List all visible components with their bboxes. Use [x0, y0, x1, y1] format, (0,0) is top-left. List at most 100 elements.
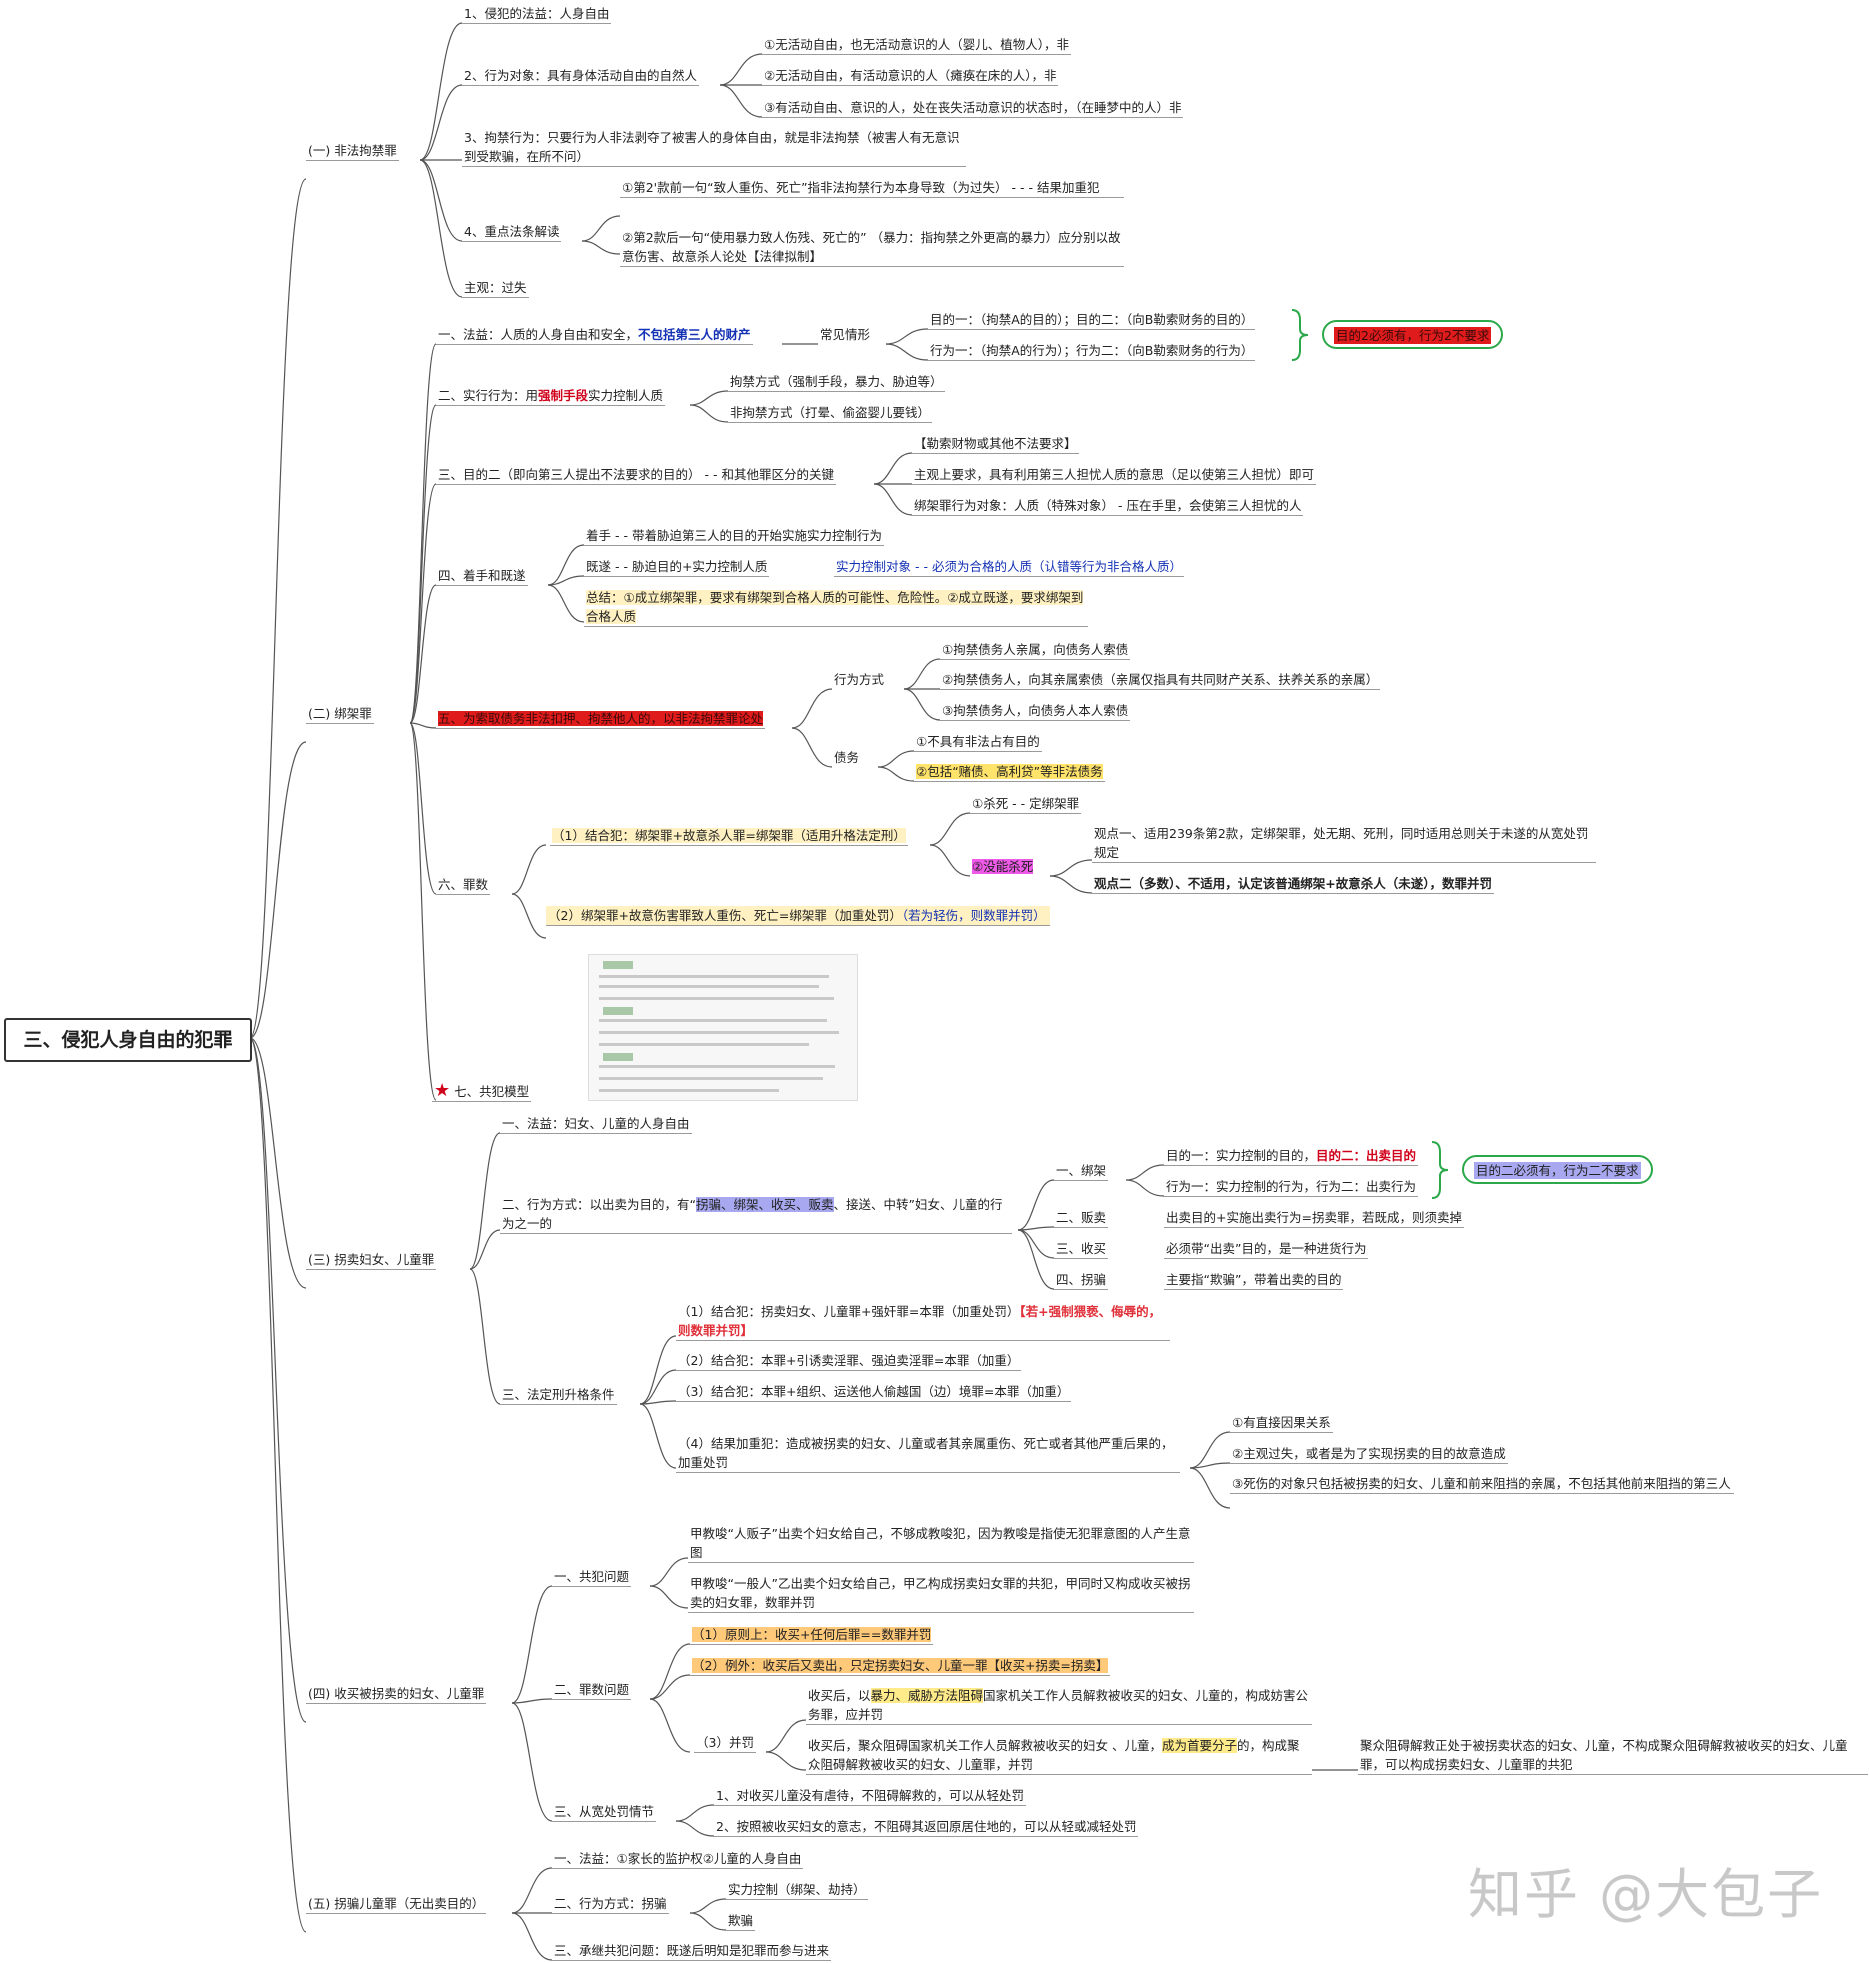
connector [639, 1403, 677, 1469]
node: 四、拐骗 [1054, 1270, 1109, 1290]
node: 观点一、适用239条第2款，定绑架罪，处无期、死刑，同时适用总则关于未遂的从宽处… [1092, 824, 1596, 863]
connector [791, 688, 833, 729]
node: 三、法定刑升格条件 [500, 1385, 617, 1405]
connector [873, 452, 913, 485]
node: ①杀死 - - 定绑架罪 [970, 794, 1082, 814]
node: 债务 [834, 750, 860, 765]
node: 一、法益：妇女、儿童的人身自由 [500, 1114, 692, 1134]
node: 总结：①成立绑架罪，要求有绑架到合格人质的可能性、危险性。②成立既遂，要求绑架到… [584, 588, 1088, 627]
node: 2、行为对象：具有身体活动自由的自然人 [462, 66, 699, 86]
node: 拘禁方式（强制手段，暴力、胁迫等） [728, 372, 945, 392]
node: ②第2款后一句“使用暴力致人伤残、死亡的” （暴力：指拘禁之外更高的暴力）应分别… [620, 228, 1124, 267]
connector [639, 1335, 677, 1405]
node: （1）原则上：收买+任何后罪==数罪并罚 [690, 1625, 934, 1645]
connector [719, 53, 763, 86]
watermark: 知乎 @大包子 [1468, 1863, 1824, 1926]
node: 非拘禁方式（打晕、偷盗婴儿要钱） [728, 403, 933, 423]
node: 目的一：实力控制的目的，目的二：出卖目的 [1164, 1146, 1419, 1166]
node: （2）例外：收买后又卖出，只定拐卖妇女、儿童一罪【收买+拐卖=拐卖】 [690, 1656, 1111, 1676]
connector [903, 688, 941, 721]
node: 二、实行行为：用强制手段实力控制人质 [436, 386, 666, 406]
connector [929, 844, 971, 877]
node: 主要指“欺骗”，带着出卖的目的 [1164, 1270, 1344, 1290]
node: 着手 - - 带着胁迫第三人的目的开始实施实力控制行为 [584, 526, 884, 546]
connector [649, 1585, 689, 1609]
node: ②没能杀死 [972, 859, 1034, 874]
node: 1、对收买儿童没有虐待，不阻碍解救的，可以从轻处罚 [714, 1786, 1026, 1806]
node: 实力控制（绑架、劫持） [726, 1880, 868, 1900]
node: （3）结合犯：本罪+组织、运送他人偷越国（边）境罪=本罪（加重） [676, 1382, 1072, 1402]
connector [249, 741, 307, 1039]
connector [511, 893, 547, 939]
connector [885, 328, 929, 345]
connector [547, 584, 585, 623]
node: 观点二（多数）、不适用，认定该普通绑架+故意杀人（未遂），数罪并罚 [1092, 874, 1494, 894]
connector [1049, 875, 1093, 894]
connector [1125, 1164, 1165, 1181]
node: ③拘禁债务人，向债务人本人索债 [940, 701, 1131, 721]
connector [469, 1268, 501, 1405]
connector [1017, 1229, 1055, 1259]
connector [689, 404, 729, 423]
connector [511, 844, 547, 895]
connector [409, 584, 437, 724]
node: 主观上要求，具有利用第三人担忧人质的意思（足以使第三人担忧）即可 [912, 465, 1317, 485]
branch-buying-trafficked: (四) 收买被拐卖的妇女、儿童罪 [306, 1684, 487, 1704]
node: （1）结合犯：拐卖妇女、儿童罪+强奸罪=本罪（加重处罚）【若+强制猥亵、侮辱的，… [676, 1302, 1170, 1341]
branch-abducting-children: (五) 拐骗儿童罪（无出卖目的） [306, 1894, 487, 1914]
node: 六、罪数 [436, 875, 491, 895]
node: 常见情形 [820, 327, 871, 342]
connector [511, 1867, 553, 1914]
connector [903, 658, 941, 690]
connector [419, 84, 463, 161]
node: 甲教唆“一般人”乙出卖个妇女给自己，甲乙构成拐卖妇女罪的共犯，甲同时又构成收买被… [688, 1574, 1194, 1613]
connector [885, 343, 929, 361]
node: 目的一：（拘禁A的目的）；目的二：（向B勒索财务的目的） [928, 310, 1256, 330]
connector [581, 215, 621, 242]
node: 聚众阻碍解救正处于被拐卖状态的妇女、儿童，不构成聚众阻碍解救被收买的妇女、儿童罪… [1358, 1736, 1868, 1775]
connector [409, 483, 437, 724]
callout-note: 目的二必须有，行为二不要求 [1462, 1155, 1653, 1184]
node: 行为一：（拘禁A的行为）；行为二：（向B勒索财务的行为） [928, 341, 1256, 361]
root-topic: 三、侵犯人身自由的犯罪 [4, 1018, 252, 1062]
node: ②包括“赌债、高利贷”等非法债务 [914, 762, 1105, 782]
node: 【勒索财物或其他不法要求】 [912, 434, 1079, 454]
connector [419, 22, 463, 161]
node: 主观：过失 [462, 278, 529, 298]
connector [581, 240, 621, 255]
node: 实力控制对象 - - 必须为合格的人质（认错等行为非合格人质） [834, 557, 1184, 577]
node: （1）结合犯：绑架罪+故意杀人罪=绑架罪（适用升格法定刑） [550, 826, 908, 846]
connector [765, 1751, 807, 1771]
node: 2、按照被收买妇女的意志，不阻碍其返回原居住地的，可以从轻或减轻处罚 [714, 1817, 1139, 1837]
connector [791, 727, 833, 768]
connector [877, 766, 915, 782]
connector [511, 1912, 553, 1961]
node: 二、行为方式：以出卖为目的，有“拐骗、绑架、收买、贩卖、接送、中转”妇女、儿童的… [500, 1195, 1012, 1234]
connector [511, 1585, 553, 1704]
connector [1049, 859, 1093, 877]
connector [469, 1132, 501, 1270]
node: 二、罪数问题 [552, 1680, 632, 1700]
connector [675, 1804, 715, 1822]
node: ①有直接因果关系 [1230, 1413, 1333, 1433]
node: 4、重点法条解读 [462, 222, 562, 242]
connector [649, 1557, 689, 1587]
connector [409, 404, 437, 724]
connector [547, 544, 585, 586]
node: 行为一：实力控制的行为，行为二：出卖行为 [1164, 1177, 1419, 1197]
connector [1017, 1229, 1055, 1290]
node: 三、承继共犯问题：既遂后明知是犯罪而参与进来 [552, 1941, 832, 1961]
connector [873, 483, 913, 516]
node: 三、从宽处罚情节 [552, 1802, 657, 1822]
node: 出卖目的+实施出卖行为=拐卖罪，若既成，则须卖掉 [1164, 1208, 1464, 1228]
connector [547, 575, 585, 586]
branch-trafficking: (三) 拐卖妇女、儿童罪 [306, 1250, 437, 1270]
node: 甲教唆“人贩子”出卖个妇女给自己，不够成教唆犯，因为教唆是指使无犯罪意图的人产生… [688, 1524, 1194, 1563]
connector [649, 1643, 691, 1700]
node: （4）结果加重犯：造成被拐卖的妇女、儿童或者其亲属重伤、死亡或者其他严重后果的，… [676, 1434, 1180, 1473]
connector [409, 722, 437, 1101]
star-icon: ★ [434, 1080, 451, 1101]
connector [675, 1820, 715, 1837]
node: 3、拘禁行为：只要行为人非法剥夺了被害人的身体自由，就是非法拘禁（被害人有无意识… [462, 128, 966, 167]
node: 行为方式 [834, 672, 885, 687]
